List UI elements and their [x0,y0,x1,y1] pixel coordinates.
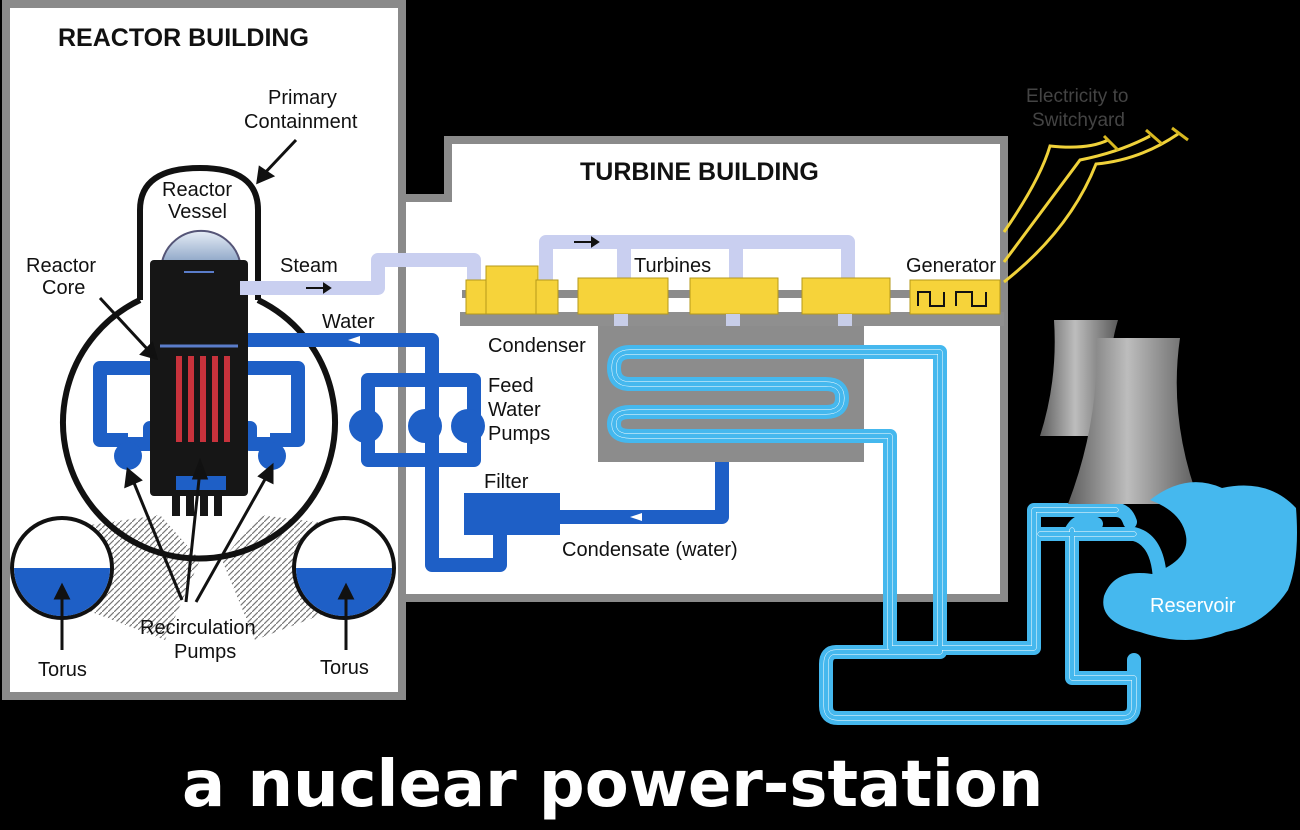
caption: a nuclear power-station [182,748,1043,822]
feedwater-pumps [349,409,485,443]
electricity-label-line1: Electricity to [1026,86,1128,107]
fuel-rods [176,356,230,442]
turbine-building-title: TURBINE BUILDING [580,158,819,186]
turbines [465,265,891,315]
feed-water-pumps-label-line2: Water [488,399,541,421]
reactor-vessel-label-line2: Vessel [168,201,227,223]
primary-containment [60,164,338,562]
torus-right-tank [292,516,396,620]
steam-piping [240,235,855,295]
cooling-tower-front [1068,338,1200,504]
reactor-vessel [150,229,248,516]
water-label: Water [322,311,375,333]
filter-box [464,493,560,535]
recirculation-pumps-label-line1: Recirculation [140,617,256,639]
generator-box [909,279,1001,315]
torus-left-label: Torus [38,659,87,681]
cooling-water-loop [607,345,1167,725]
primary-containment-label-line2: Containment [244,111,358,133]
reactor-building-title: REACTOR BUILDING [58,24,309,52]
turbines-label: Turbines [634,255,711,277]
feed-water-pumps-label-line3: Pumps [488,423,550,445]
reservoir-shape [1103,482,1297,640]
turbine-supports [614,314,852,326]
reservoir-label: Reservoir [1150,595,1236,617]
torus-left-tank [10,516,114,620]
torus-right-label: Torus [320,657,369,679]
reactor-core-label-line1: Reactor [26,255,96,277]
reactor-vessel-label-line1: Reactor [162,179,232,201]
steam-flow-arrows [306,236,600,294]
condenser-label: Condenser [488,335,586,357]
electricity-label-line2: Switchyard [1032,110,1125,131]
leader-arrows [53,138,355,650]
filter-label: Filter [484,471,529,493]
reactor-core-label-line2: Core [42,277,85,299]
steam-label: Steam [280,255,338,277]
water-flow-arrows [348,336,642,521]
feed-water-pumps-label-line1: Feed [488,375,534,397]
generator-label: Generator [906,255,996,277]
primary-containment-label-line1: Primary [268,87,337,109]
recirculation-pumps-label-line2: Pumps [174,641,236,663]
power-lines [1002,126,1189,284]
condensate-label: Condensate (water) [562,539,738,561]
recirculation-pumps [114,442,286,470]
